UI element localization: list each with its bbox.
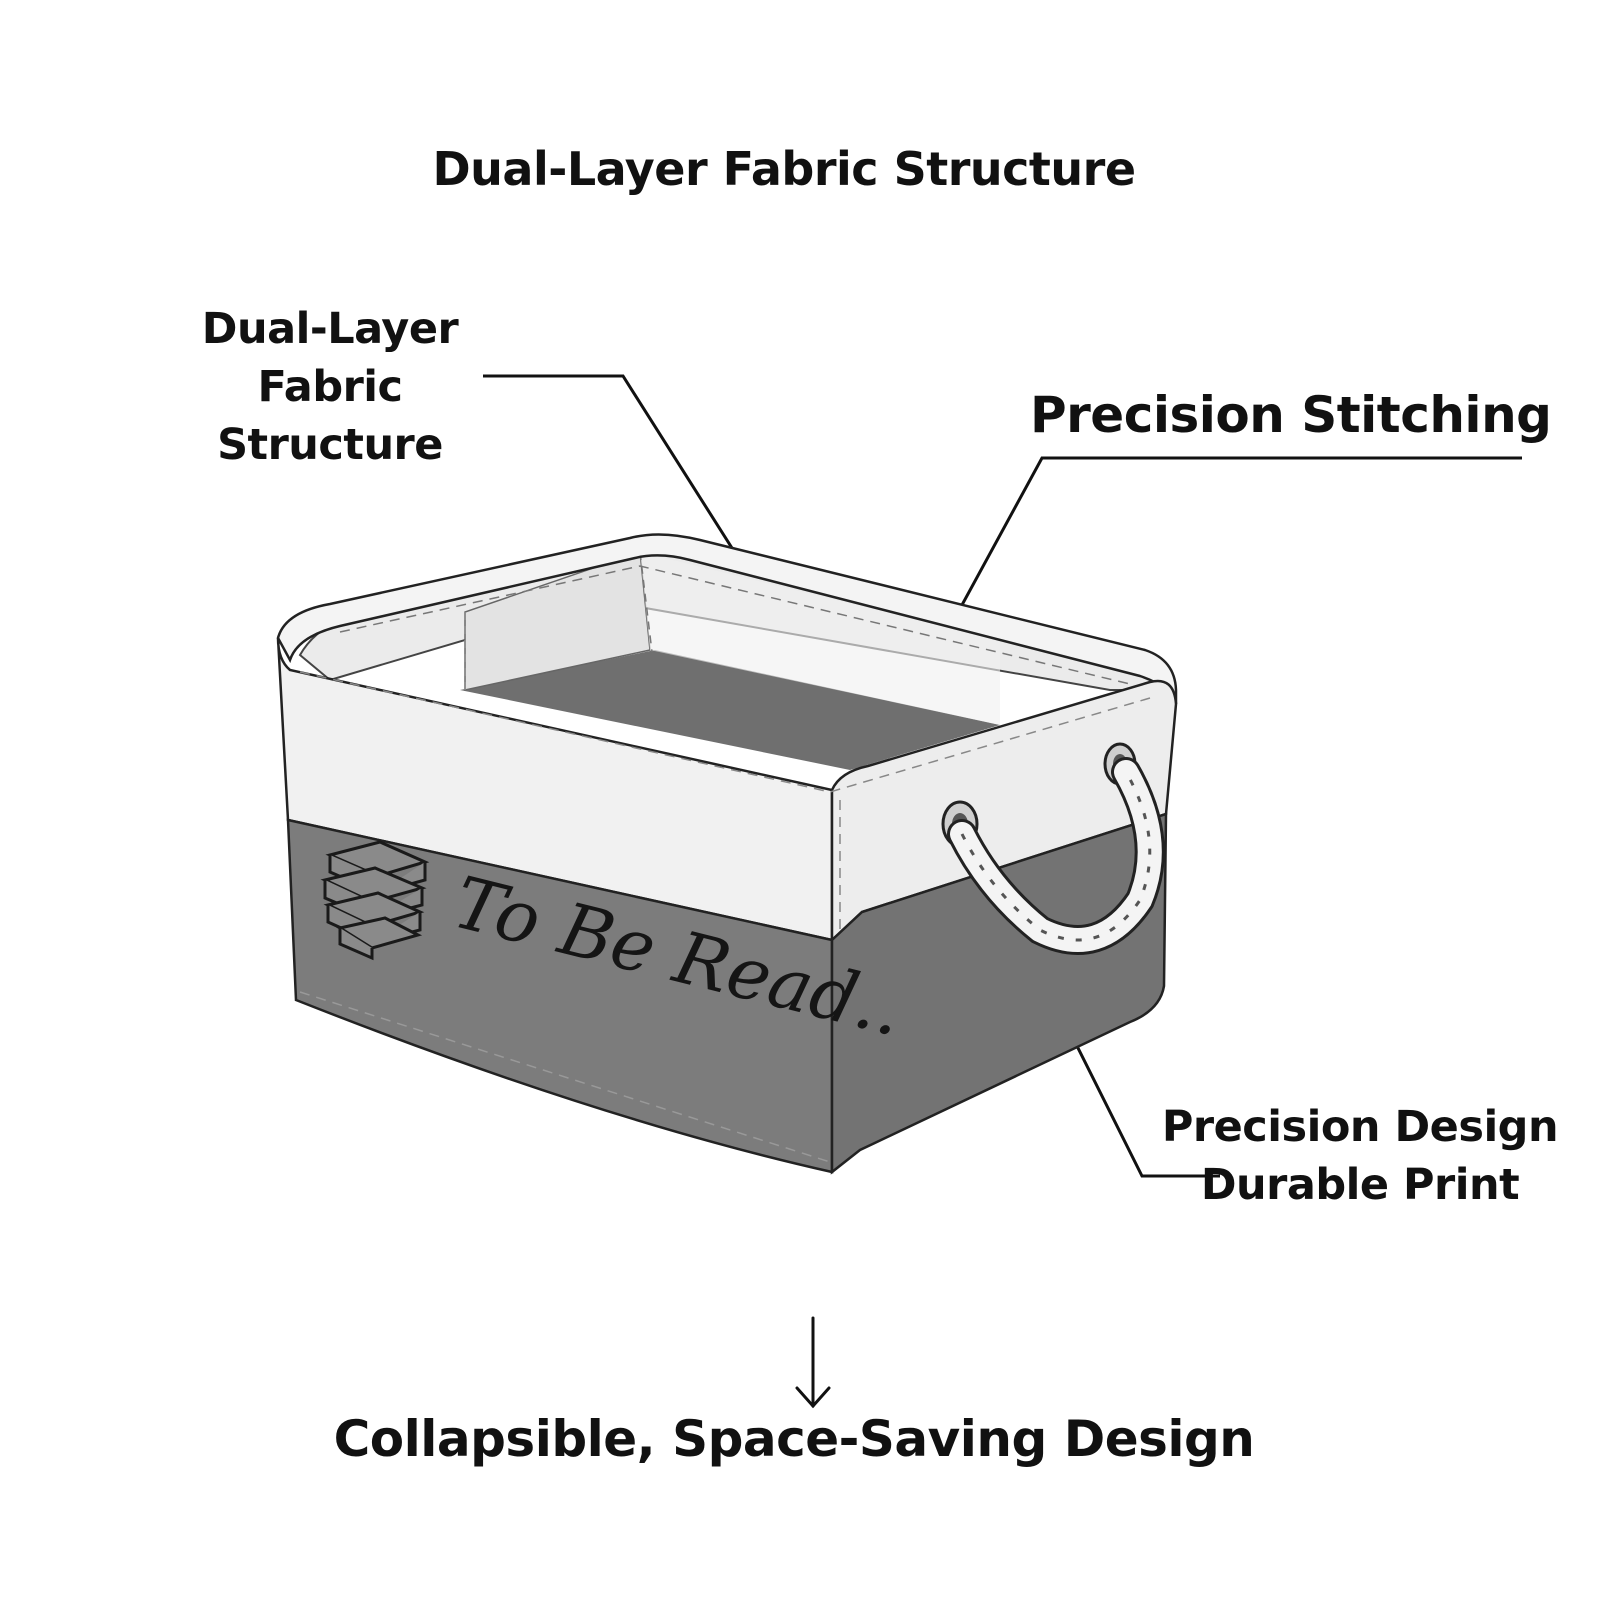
- down-arrow-icon: [795, 1316, 831, 1409]
- leader-fabric: [483, 374, 765, 598]
- callout-print-label: Precision Design Durable Print: [1150, 1098, 1570, 1214]
- callout-print-line2: Durable Print: [1200, 1160, 1520, 1210]
- bottom-caption: Collapsible, Space-Saving Design: [333, 1410, 1255, 1468]
- basket-front-bottom: [286, 818, 834, 1174]
- callout-stitching-label: Precision Stitching: [1030, 386, 1552, 444]
- page-title: Dual-Layer Fabric Structure: [432, 142, 1136, 196]
- callout-fabric-label: Dual-Layer Fabric Structure: [201, 304, 459, 470]
- basket-side-top: [830, 679, 1178, 943]
- rope-handle-icon: [947, 757, 1165, 955]
- book-stack-icon: [320, 840, 430, 961]
- basket: To Be Read..: [276, 533, 1178, 1175]
- basket-side-bottom: [830, 812, 1168, 1175]
- callout-print-line1: Precision Design: [1161, 1102, 1559, 1152]
- basket-floor: [460, 650, 1000, 770]
- leader-stitching: [942, 456, 1522, 639]
